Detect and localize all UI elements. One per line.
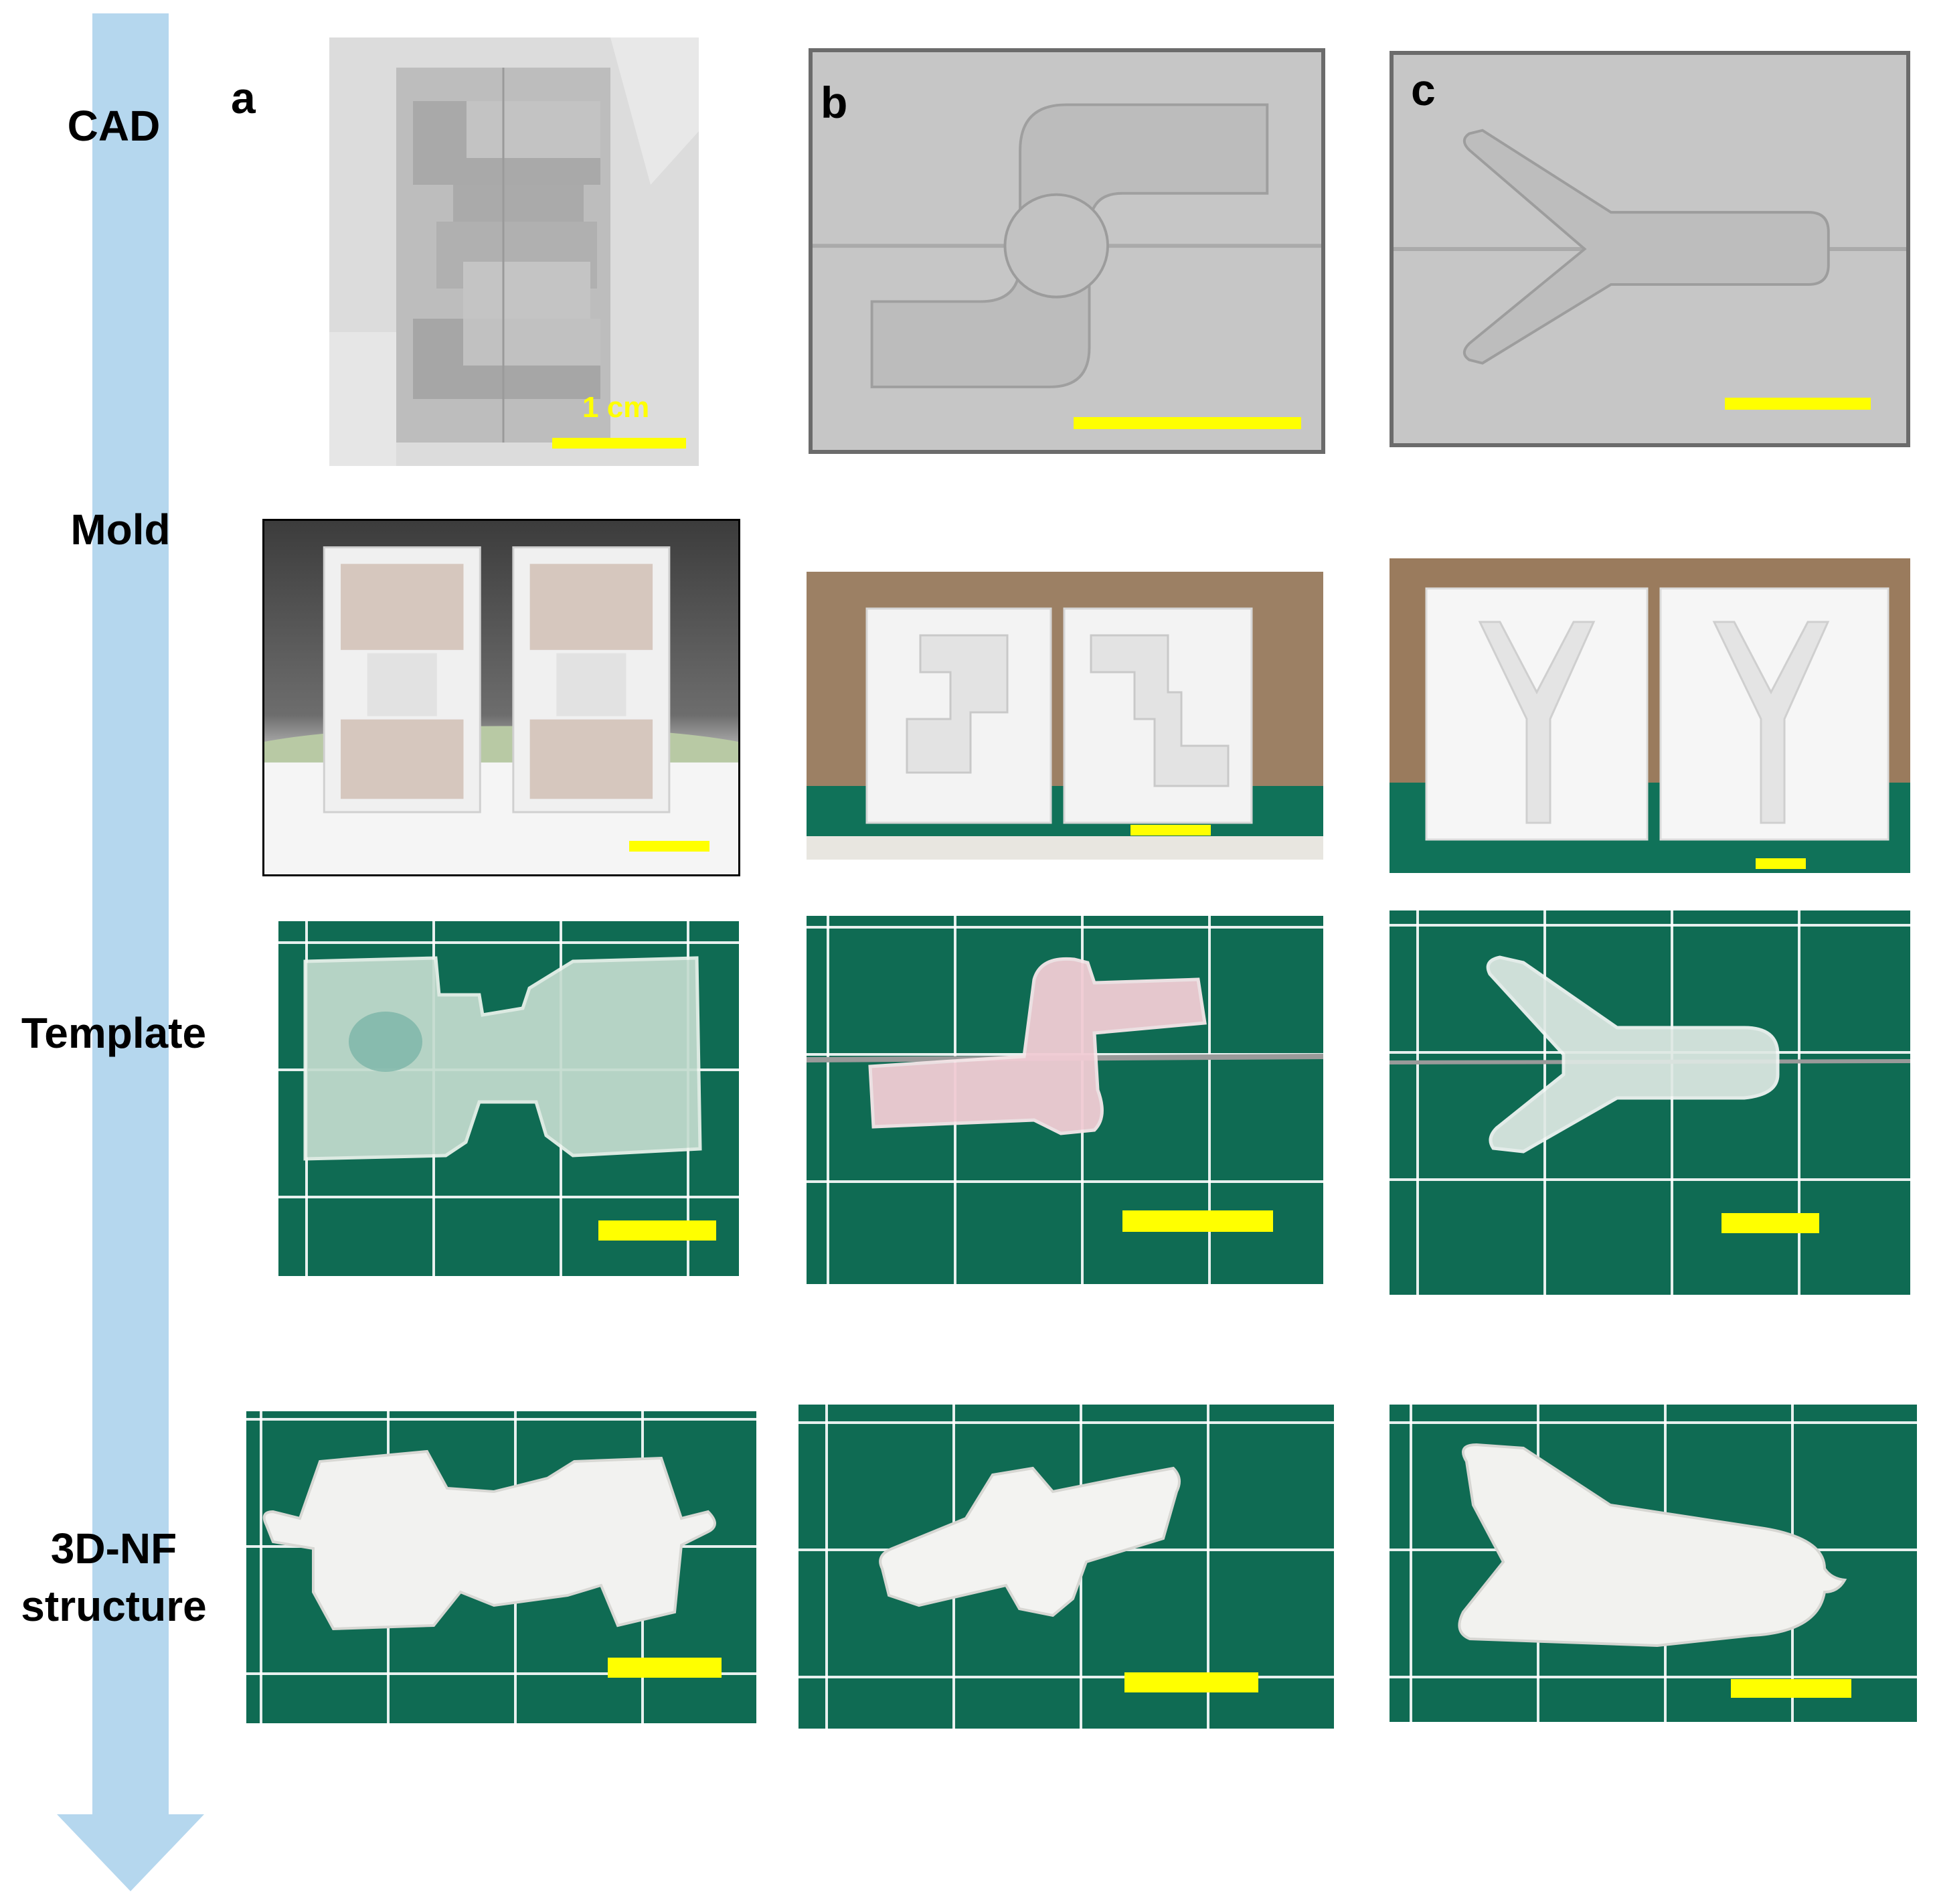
panel-label-b: b [821,78,848,127]
scale-bar-template-a [598,1220,716,1241]
mold-photo-c [1390,558,1910,873]
nf-structure-object-a [262,1449,716,1631]
cad-panel-c [1390,51,1910,447]
template-photo-b [807,916,1323,1284]
scale-bar-mold-a [629,841,709,852]
scale-bar-nf-c [1731,1679,1851,1698]
stage-label-cad: CAD [67,102,161,150]
scale-bar-label: 1 cm [582,391,650,424]
scale-bar-mold-c [1756,858,1806,869]
mold-photo-b [807,572,1323,860]
panel-label-c: c [1411,65,1436,114]
nf-structure-photo-c [1390,1405,1917,1722]
cad-panel-a: 1 cm [329,37,699,466]
scale-bar-cad-c [1725,398,1871,410]
mold-piece-left [1425,587,1649,841]
scale-bar-nf-b [1124,1672,1258,1692]
mold-piece-right [1063,607,1253,824]
scale-bar-nf-a [608,1658,722,1678]
template-object-c [1390,955,1910,1154]
template-photo-a [278,921,739,1276]
cad-panel-b [809,48,1325,454]
mold-piece-left [323,546,481,813]
scale-bar-template-c [1721,1213,1819,1233]
cad-model-a [329,37,699,466]
stage-label-template: Template [21,1009,207,1057]
nf-structure-object-c [1458,1443,1847,1648]
template-photo-c [1390,910,1910,1295]
stage-label-mold: Mold [70,505,171,554]
mold-photo-a [262,519,740,876]
mold-piece-left [865,607,1052,824]
scale-bar-template-b [1122,1210,1273,1232]
scale-bar-mold-b [1130,825,1211,836]
cad-model-b [813,52,1321,450]
nf-structure-photo-b [799,1405,1334,1729]
mold-piece-right [1659,587,1889,841]
template-object-b [807,957,1323,1135]
mold-piece-right [512,546,671,813]
cad-model-c [1394,55,1906,443]
scale-bar-cad-b [1074,417,1301,429]
process-flow-arrow [57,13,204,1891]
panel-label-a: a [231,73,256,123]
nf-structure-object-b [879,1466,1181,1617]
nf-structure-photo-a [246,1411,756,1723]
template-object-a [303,956,702,1161]
scale-bar-cad-a [552,438,686,449]
